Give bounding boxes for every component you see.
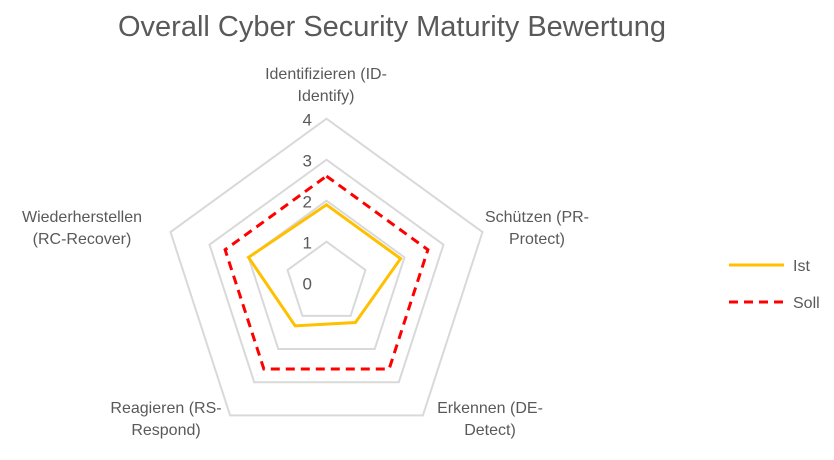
grid-ring-3 — [208, 158, 445, 384]
tick-label-0: 0 — [303, 275, 312, 294]
tick-label-1: 1 — [303, 234, 312, 253]
grid-ring-1 — [286, 240, 367, 317]
axis-label: Identifizieren (ID-Identify) — [265, 66, 387, 105]
axis-label: Reagieren (RS-Respond) — [110, 400, 221, 439]
axis-label: Wiederherstellen(RC-Recover) — [22, 209, 142, 248]
axis-labels: Identifizieren (ID-Identify) Schützen (PR… — [22, 66, 589, 439]
grid — [169, 117, 484, 417]
legend-label-soll: Soll — [793, 295, 820, 312]
tick-label-3: 3 — [303, 152, 312, 171]
legend-label-ist: Ist — [793, 258, 810, 275]
tick-label-4: 4 — [303, 111, 312, 130]
grid-ring-2 — [247, 199, 406, 351]
tick-label-2: 2 — [303, 193, 312, 212]
grid-ring-4 — [169, 117, 484, 417]
series-ist — [246, 202, 403, 328]
series-group — [223, 174, 430, 371]
chart-title: Overall Cyber Security Maturity Bewertun… — [118, 11, 666, 43]
axis-label: Erkennen (DE-Detect) — [437, 400, 543, 439]
tick-labels: 0 1 2 3 4 — [303, 111, 312, 294]
axis-label: Schützen (PR-Protect) — [485, 209, 589, 248]
